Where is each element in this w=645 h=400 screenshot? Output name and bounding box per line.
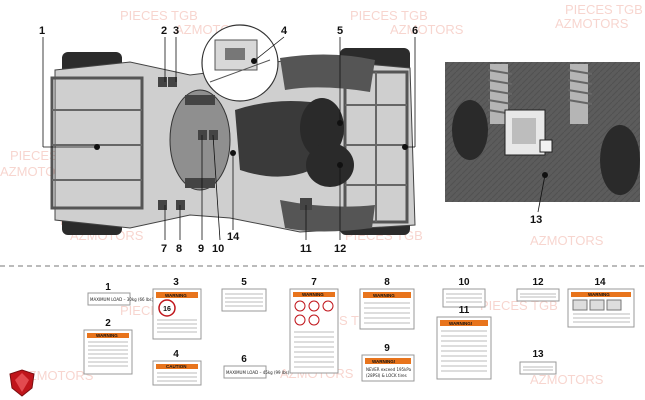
label-8-number: 8 [384, 277, 390, 288]
label-10-sticker [442, 288, 486, 308]
svg-text:WARNING: WARNING [302, 292, 324, 297]
callout-9: 9 [198, 243, 204, 255]
zoom-circle [201, 24, 279, 102]
svg-text:AZMOTORS: AZMOTORS [555, 16, 629, 31]
label-2-number: 2 [105, 318, 111, 329]
label-14-number: 14 [594, 277, 606, 288]
label-2-sticker: WARNING [83, 329, 133, 375]
label-6-number: 6 [241, 354, 247, 365]
label-12-sticker [516, 288, 560, 302]
label-13-sticker [519, 361, 557, 375]
label-3-number: 3 [173, 277, 179, 288]
svg-text:AZMOTORS: AZMOTORS [20, 368, 94, 383]
callout-7: 7 [161, 243, 167, 255]
label-6-sticker: MAXIMUM LOAD – 45kg (99 lbs) [223, 365, 290, 379]
svg-text:AZMOTORS: AZMOTORS [530, 372, 604, 387]
label-3-sticker: WARNING 16 [152, 288, 202, 340]
callout-12: 12 [334, 243, 346, 255]
label-8-sticker: WARNING [359, 288, 415, 330]
svg-text:WARNING: WARNING [96, 333, 118, 338]
callout-10: 10 [212, 243, 224, 255]
label-catalog: 1 MAXIMUM LOAD – 30kg (66 lbs) 2 WARNING… [83, 277, 635, 386]
label-10-number: 10 [458, 277, 470, 288]
label-1-sticker: MAXIMUM LOAD – 30kg (66 lbs) [87, 292, 154, 306]
svg-text:PIECES TGB: PIECES TGB [480, 298, 558, 313]
svg-text:WARNING!: WARNING! [449, 321, 473, 326]
callout-13: 13 [530, 214, 542, 226]
label-5-number: 5 [241, 277, 247, 288]
callout-1: 1 [39, 25, 45, 37]
svg-text:(28PSI) & LOCK tires: (28PSI) & LOCK tires [366, 373, 407, 378]
label-13-number: 13 [532, 349, 544, 360]
label-4-number: 4 [173, 349, 179, 360]
svg-text:WARNING: WARNING [165, 293, 187, 298]
svg-text:WARNING: WARNING [588, 292, 610, 297]
svg-text:PIECES TGB: PIECES TGB [350, 8, 428, 23]
callout-8: 8 [176, 243, 182, 255]
label-1-number: 1 [105, 282, 111, 293]
label-9-sticker: WARNING! NEVER exceed 195kPa (28PSI) & L… [361, 354, 415, 382]
svg-text:PIECES TGB: PIECES TGB [565, 2, 643, 17]
label-4-sticker: CAUTION [152, 360, 202, 386]
label-5-sticker [221, 288, 267, 312]
callout-6: 6 [412, 25, 418, 37]
label-12-number: 12 [532, 277, 544, 288]
label-14-sticker: WARNING [567, 288, 635, 328]
callout-2: 2 [161, 25, 167, 37]
svg-text:MAXIMUM LOAD – 30kg (66 lbs): MAXIMUM LOAD – 30kg (66 lbs) [90, 297, 154, 302]
svg-text:NEVER exceed 195kPa: NEVER exceed 195kPa [366, 367, 412, 372]
svg-text:AZMOTORS: AZMOTORS [390, 22, 464, 37]
callout-lines [42, 36, 546, 241]
svg-text:MAXIMUM LOAD – 45kg (99 lbs): MAXIMUM LOAD – 45kg (99 lbs) [226, 370, 290, 375]
svg-text:WARNING!: WARNING! [372, 359, 396, 364]
label-7-number: 7 [311, 277, 317, 288]
label-9-number: 9 [384, 343, 390, 354]
label-11-sticker: WARNING! [436, 316, 492, 380]
age-badge: 16 [163, 306, 171, 313]
svg-text:PIECES TGB: PIECES TGB [120, 8, 198, 23]
label-11-number: 11 [459, 305, 470, 316]
atv-top-view [50, 48, 416, 235]
callout-5: 5 [337, 25, 343, 37]
svg-text:WARNING: WARNING [373, 293, 395, 298]
callout-14: 14 [227, 231, 240, 243]
callout-numbers: 1 2 3 4 5 6 7 8 9 10 14 11 12 13 [39, 25, 542, 255]
brand-shield-logo [9, 369, 35, 397]
svg-text:AZMOTORS: AZMOTORS [530, 233, 604, 248]
label-7-sticker: WARNING [289, 288, 339, 374]
callout-4: 4 [281, 25, 288, 37]
svg-text:CAUTION: CAUTION [166, 364, 187, 369]
callout-3: 3 [173, 25, 179, 37]
callout-11: 11 [300, 243, 312, 255]
suspension-inset [445, 62, 640, 202]
